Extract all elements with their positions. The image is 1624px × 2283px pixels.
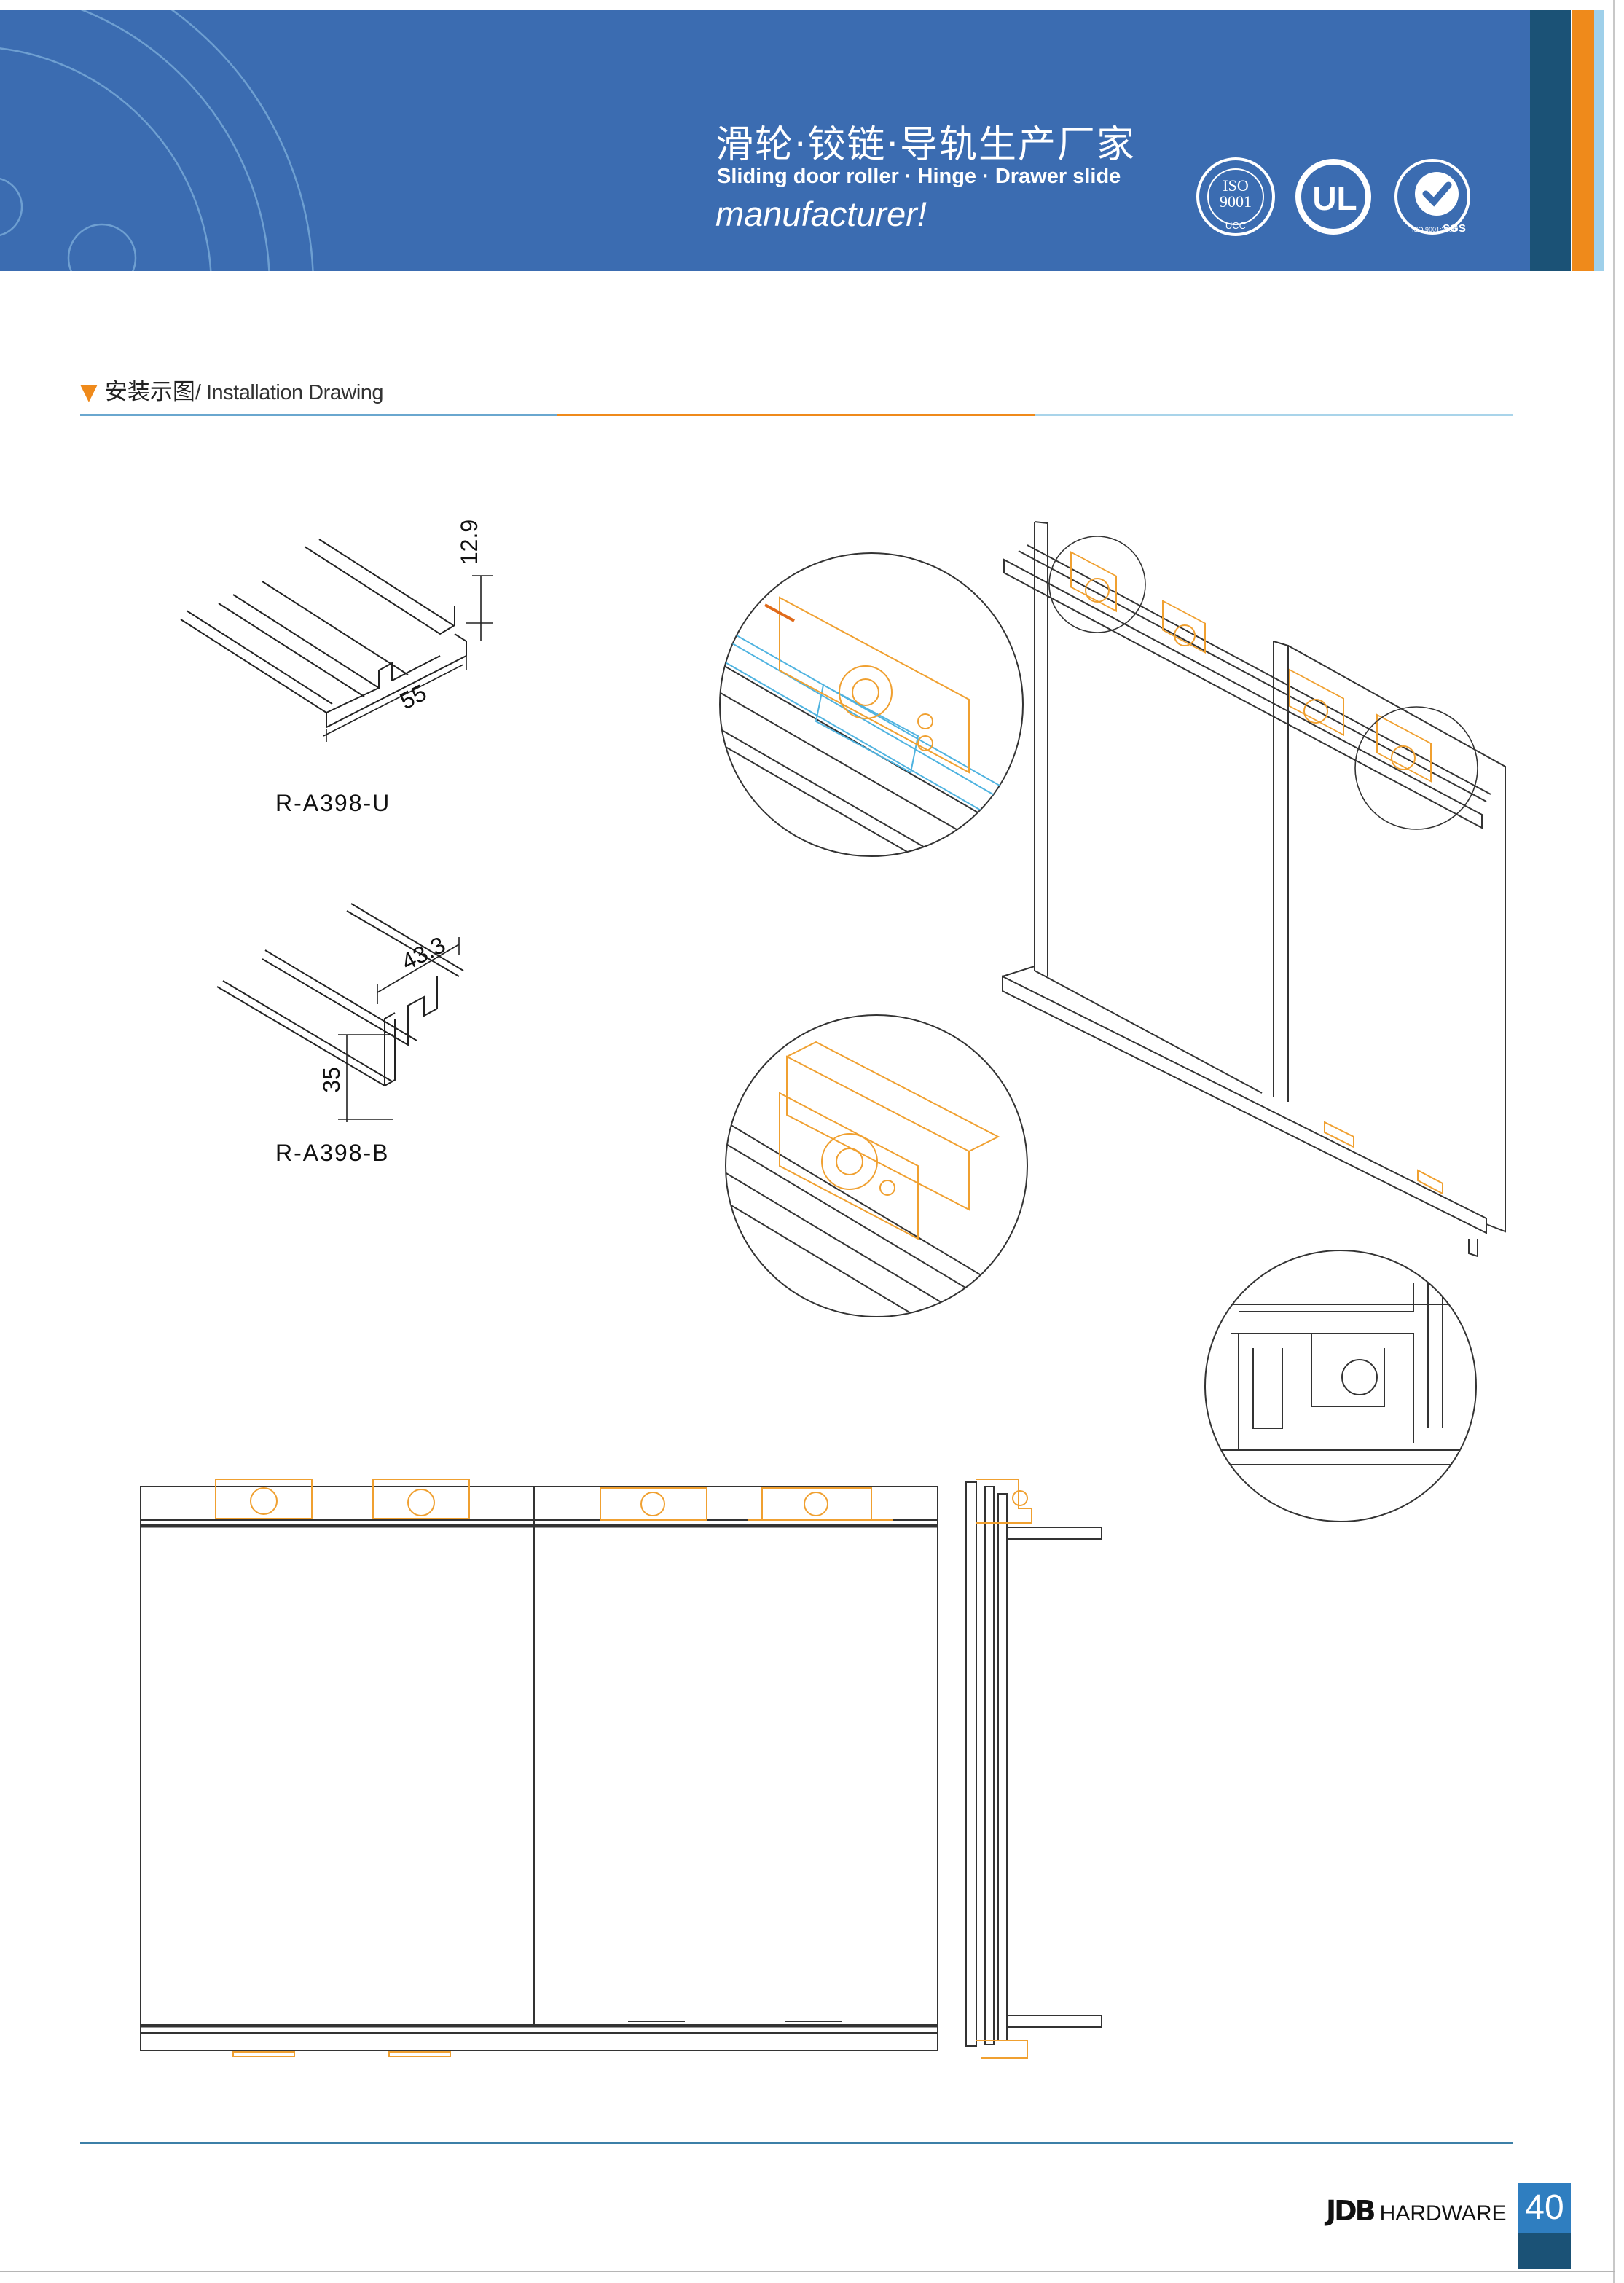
side-section-hardware (976, 1479, 1032, 2059)
ul-mark-text: UL (1312, 179, 1357, 217)
header-title-cn: 滑轮·铰链·导轨生产厂家 (715, 123, 1137, 167)
profile-b-drawing (216, 903, 464, 1087)
bottom-rule (0, 2271, 1615, 2272)
profile-u-drawing (180, 539, 467, 729)
header-banner: 滑轮·铰链·导轨生产厂家 Sliding door roller · Hinge… (0, 10, 1530, 271)
header-stripe-light (1594, 10, 1604, 271)
iso-seal-top-text: ISO (1223, 176, 1248, 195)
brand-logo: JDB (1326, 2195, 1376, 2227)
ul-mark-icon: UL (1295, 159, 1371, 235)
sgs-seal-text: SGS (1443, 222, 1466, 235)
triangle-bullet-icon: ▼ (80, 379, 98, 405)
detail-top-roller (719, 552, 1024, 857)
detail-bottom-guide (1204, 1250, 1477, 1522)
decorative-wheel-graphic (0, 10, 314, 271)
profile-b-code: R-A398-B (275, 1140, 390, 1166)
page-number-tab (1518, 2233, 1571, 2269)
section-title: ▼安装示图/ Installation Drawing (80, 373, 384, 406)
side-section (965, 1481, 1102, 2047)
sgs-seal-icon: ISO 9001:2000 SGS (1394, 159, 1470, 235)
isometric-rollers (1070, 551, 1443, 1195)
header-subtitle-en: manufacturer! (715, 195, 927, 233)
section-divider-orange (557, 414, 1035, 416)
section-divider-light (1035, 414, 1513, 416)
profile-b-width-dim: 43.3 (397, 931, 450, 975)
page-number: 40 (1518, 2183, 1571, 2233)
header-stripe-dark (1530, 10, 1571, 271)
iso-seal-bottom-text: UCC (1225, 220, 1246, 231)
page-edge (1613, 0, 1615, 2283)
footer-divider (80, 2142, 1513, 2144)
profile-b-dimensions (338, 937, 460, 1122)
profile-u-dimensions (323, 575, 493, 742)
front-elevation (140, 1486, 938, 2051)
isometric-door-assembly (1002, 521, 1506, 1258)
profile-u-height-dim: 12.9 (456, 520, 482, 565)
section-divider-blue (80, 414, 557, 416)
brand-text: HARDWARE (1379, 2201, 1507, 2225)
header-title-en: Sliding door roller · Hinge · Drawer sli… (717, 165, 1121, 188)
detail-roller-block (725, 1014, 1028, 1317)
front-elevation-rollers (215, 1479, 893, 2057)
header-stripe-orange (1572, 10, 1594, 271)
iso-9001-seal-icon: ISO 9001 UCC (1196, 157, 1275, 236)
profile-u-code: R-A398-U (275, 790, 391, 816)
profile-b-height-dim: 35 (318, 1067, 345, 1093)
callout-rings (1048, 536, 1478, 830)
iso-seal-number-text: 9001 (1220, 192, 1252, 211)
section-title-en: / Installation Drawing (195, 381, 384, 404)
section-title-cn: 安装示图 (104, 379, 195, 405)
sgs-seal-arc-text: ISO 9001:2000 (1412, 226, 1456, 233)
